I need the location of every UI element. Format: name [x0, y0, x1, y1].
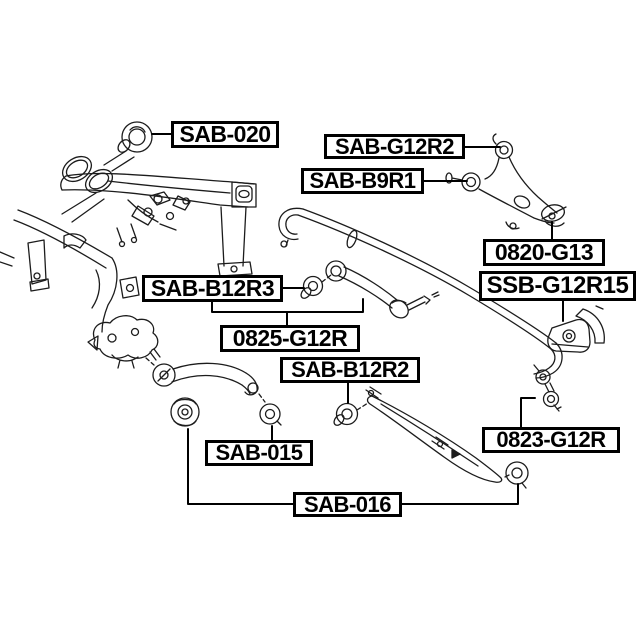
part-label-0820-g13: 0820-G13 — [483, 239, 605, 266]
sab-020-bushing — [103, 121, 153, 172]
subframe-drawing — [0, 155, 257, 333]
part-label-0825-g12r: 0825-G12R — [220, 325, 360, 352]
part-label-sab-b9r1: SAB-B9R1 — [301, 168, 424, 194]
part-label-sab-015: SAB-015 — [205, 440, 313, 466]
part-label-ssb-g12r15: SSB-G12R15 — [479, 271, 636, 301]
upper-arm-drawing — [445, 133, 567, 230]
part-label-sab-b12r2: SAB-B12R2 — [280, 357, 420, 383]
stabilizer-bar-drawing — [278, 207, 605, 412]
leader-lines — [151, 133, 564, 505]
part-label-sab-020: SAB-020 — [171, 121, 279, 148]
part-label-sab-g12r2: SAB-G12R2 — [324, 134, 465, 159]
part-label-sab-016: SAB-016 — [293, 492, 402, 517]
part-label-sab-b12r3: SAB-B12R3 — [142, 275, 283, 302]
part-label-0823-g12r: 0823-G12R — [482, 427, 620, 453]
lateral-link-drawing — [300, 260, 440, 319]
trailing-arm-drawing — [149, 348, 282, 427]
knuckle-drawing — [87, 315, 159, 369]
